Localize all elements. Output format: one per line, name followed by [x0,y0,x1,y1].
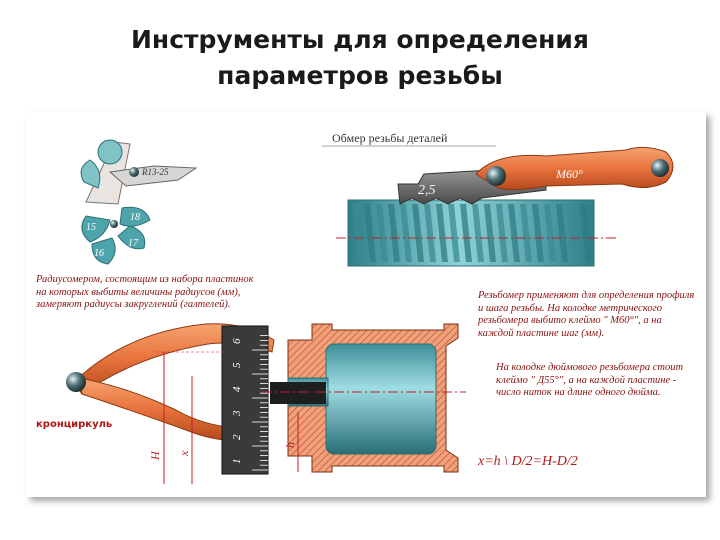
radius-gauge: R13-25 15 18 16 17 [80,139,198,265]
illustration-panel: R13-25 15 18 16 17 2,5 М60° Обмер резьбы… [26,112,706,497]
thread-ridge [412,204,424,262]
part-cylinder [325,343,437,455]
radius-leaf-17 [117,225,146,250]
title-line-2: параметров резьбы [217,61,503,90]
ruler-label-2: 2 [231,434,243,440]
gauge-holder-arm [475,146,674,191]
title-line-1: Инструменты для определения [131,25,589,54]
thread-ridge [472,204,484,262]
radius-leaf-label-4: 17 [128,238,139,249]
gauge-plate-label: 2,5 [418,183,436,198]
caliper-label: кронциркуль [36,419,113,430]
thread-ridge [568,204,580,262]
radius-leaf-top [97,139,123,165]
thread-ridge [520,204,532,262]
radius-gauge-rivet [129,167,139,177]
thread-ridge [424,204,436,262]
pitch-gauge-note-1: Резьбомер применяют для определения проф… [478,290,695,339]
radius-leaf-18 [119,206,151,227]
dim-label-h: h [283,442,297,448]
tools-illustration: R13-25 15 18 16 17 2,5 М60° Обмер резьбы… [66,131,674,484]
thread-ridge [484,204,496,262]
thread-ridge [448,204,460,262]
page-title: Инструменты для определения параметров р… [0,22,720,94]
radius-leaf-label-2: 18 [130,212,140,223]
depth-formula: x=h \ D/2=H-D/2 [478,454,578,469]
thread-ridges [352,204,592,262]
thread-ridge [532,204,544,262]
thread-ridge [364,204,376,262]
dim-label-x: x [177,450,191,457]
thread-ridge [580,204,592,262]
steel-ruler [221,325,269,475]
gauge-arm-label: М60° [555,167,583,181]
caliper-pivot [66,372,86,392]
ruler-label-1: 1 [231,459,243,465]
radius-leaf-label-1: 15 [86,222,96,233]
thread-gauge-assembly: 2,5 М60° Обмер резьбы деталей [322,131,674,267]
thread-ridge [400,204,412,262]
pitch-gauge-note-2: На колодке дюймового резьбомера стоит кл… [496,362,684,398]
radius-leaf-15 [81,215,111,243]
part-bore [270,382,326,404]
ruler-label-6: 6 [231,338,243,344]
thread-ridge [460,204,472,262]
ruler-label-4: 4 [231,386,243,392]
radius-leaf-left [80,159,101,189]
thread-ridge [388,204,400,262]
thread-ridge [496,204,508,262]
radius-gauge-plate-label: R13-25 [141,167,169,177]
radius-gauge-description: Радиусомером, состоящим из набора пласти… [36,274,254,310]
ruler-ticks [252,335,268,471]
gauge-pivot-bolt [486,166,506,186]
thread-ridge [376,204,388,262]
thread-ridge [544,204,556,262]
radius-leaf-label-3: 16 [94,248,104,259]
ruler-label-5: 5 [231,362,243,368]
ruler-label-3: 3 [231,410,243,417]
radius-gauge-rivet-lower [110,220,118,228]
thread-ridge [556,204,568,262]
thread-ridge [508,204,520,262]
thread-ridge [352,204,364,262]
thread-gauge-caption: Обмер резьбы деталей [332,131,448,145]
dim-label-H: H [148,450,162,461]
radius-leaf-16 [91,237,116,265]
gauge-end-bolt [651,159,669,177]
thread-ridge [436,204,448,262]
caliper-lower-leg [79,377,241,441]
caliper-assembly: 1 2 3 4 5 6 H x h [66,323,466,484]
